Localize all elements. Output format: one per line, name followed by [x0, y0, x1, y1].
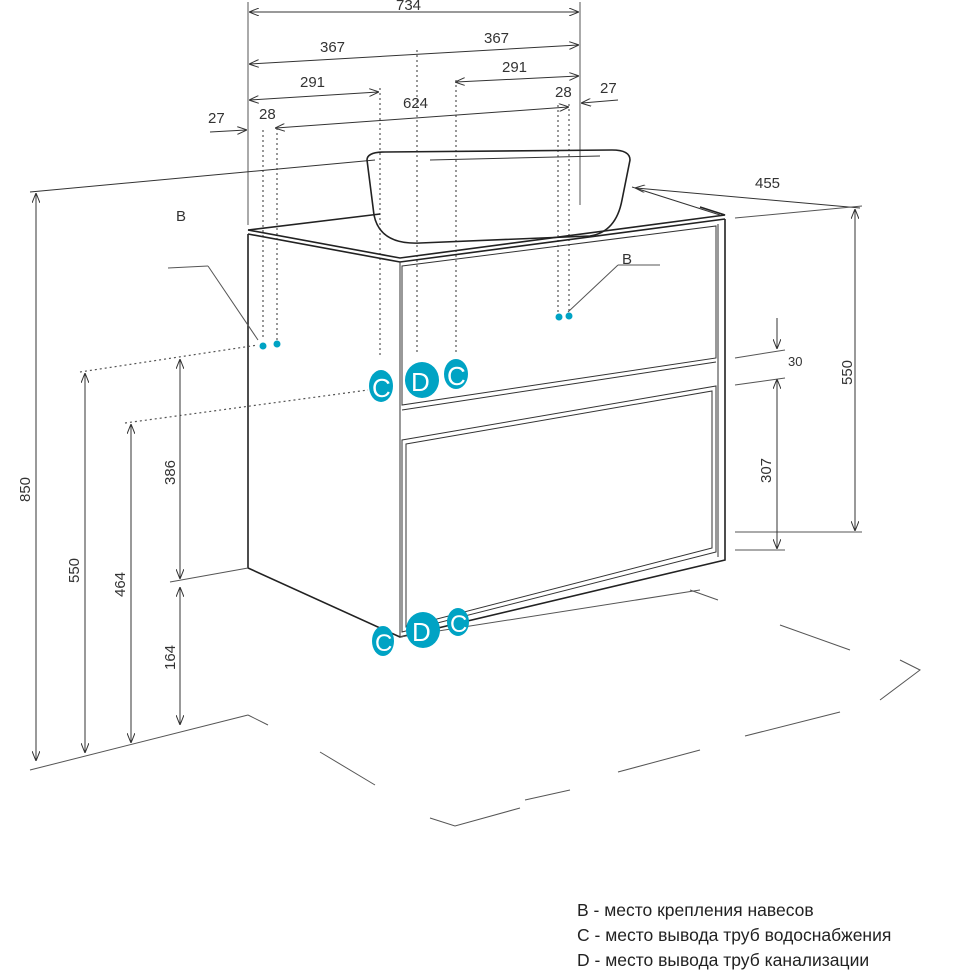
dim-30: 30 — [788, 354, 802, 369]
dim-291-right: 291 — [502, 59, 527, 76]
dim-367-left: 367 — [320, 39, 345, 56]
legend-item-b: B - место крепления навесов — [577, 900, 814, 920]
dim-550-left: 550 — [66, 558, 83, 583]
dim-164: 164 — [162, 645, 179, 670]
marker-b-right: B — [622, 251, 632, 268]
left-dimensions: 850 550 464 386 164 — [17, 194, 660, 760]
dim-386: 386 — [162, 460, 179, 485]
marker-c-top-right: C — [447, 361, 466, 391]
legend-item-c: C - место вывода труб водоснабжения — [577, 925, 892, 945]
marker-c-top-left: C — [372, 373, 391, 403]
marker-d-top: D — [411, 367, 430, 397]
legend-item-d: D - место вывода труб канализации — [577, 950, 870, 970]
mount-point-icon — [273, 340, 281, 348]
dim-455: 455 — [755, 175, 780, 192]
markers: B B C D C C D C — [176, 208, 632, 657]
dim-367-right: 367 — [484, 30, 509, 47]
dim-850: 850 — [17, 477, 34, 502]
mount-point-icon — [259, 342, 267, 350]
marker-c-bottom-right: C — [450, 611, 467, 638]
dim-464: 464 — [112, 572, 129, 597]
dim-734: 734 — [396, 0, 421, 14]
marker-b-left: B — [176, 208, 186, 225]
mount-point-icon — [565, 312, 573, 320]
marker-c-bottom-left: C — [375, 630, 392, 657]
dim-27-right: 27 — [600, 80, 617, 97]
marker-d-bottom: D — [412, 617, 431, 647]
dim-28-right: 28 — [555, 84, 572, 101]
dim-28-left: 28 — [259, 106, 276, 123]
cabinet — [29, 149, 726, 638]
dim-624: 624 — [403, 95, 428, 112]
dim-307: 307 — [758, 458, 775, 483]
dim-291-left: 291 — [300, 74, 325, 91]
dim-27-left: 27 — [208, 110, 225, 127]
right-dimensions: 455 550 30 307 — [636, 175, 863, 551]
dim-550-right: 550 — [839, 360, 856, 385]
mount-point-icon — [555, 313, 563, 321]
top-dimensions: 734 367 367 291 291 624 27 28 28 27 — [208, 0, 619, 355]
legend: B - место крепления навесов C - место вы… — [577, 898, 891, 973]
floor-lines — [29, 589, 921, 827]
